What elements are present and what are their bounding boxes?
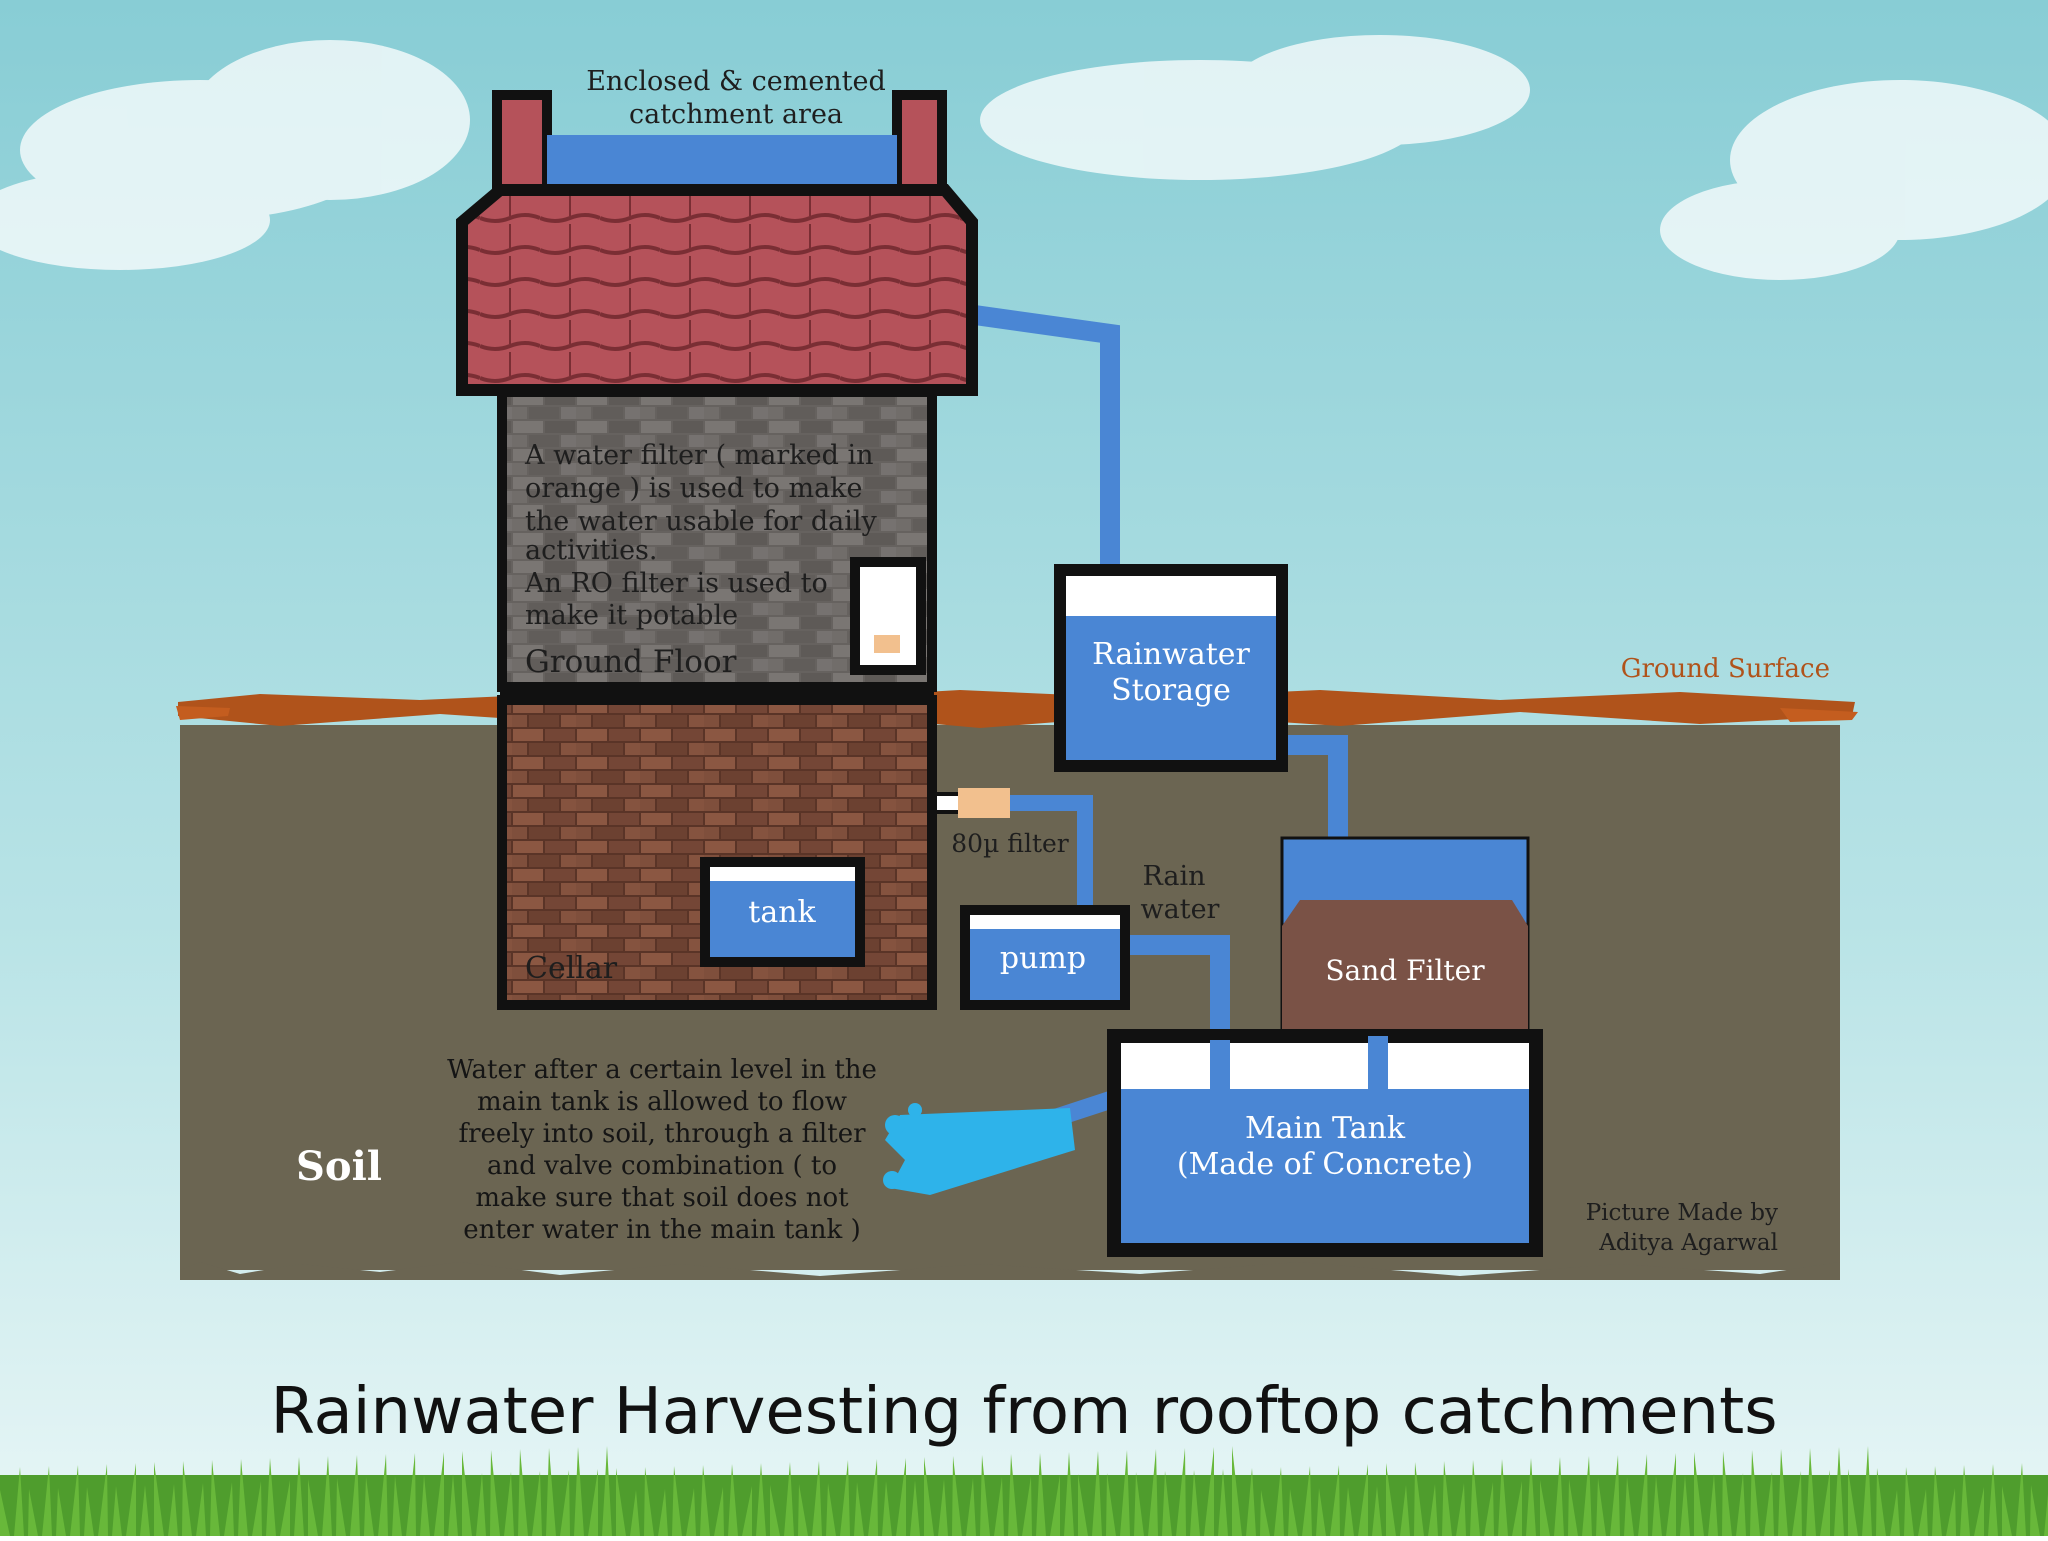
svg-text:Picture Made by: Picture Made by bbox=[1586, 1200, 1778, 1226]
svg-text:freely into soil, through a fi: freely into soil, through a filter bbox=[458, 1119, 866, 1149]
rainwater-storage-tank bbox=[1054, 564, 1288, 772]
svg-text:Rain: Rain bbox=[1142, 861, 1205, 892]
label-pump: pump bbox=[1000, 941, 1086, 976]
label-ground-floor: Ground Floor bbox=[525, 644, 737, 680]
cellar-tank bbox=[700, 857, 865, 967]
label-credit: Picture Made by Aditya Agarwal bbox=[1586, 1200, 1778, 1256]
pump-to-filter-pipe bbox=[1008, 795, 1093, 928]
svg-text:Rainwater: Rainwater bbox=[1092, 637, 1250, 672]
svg-text:A water filter ( marked in: A water filter ( marked in bbox=[524, 440, 874, 471]
label-rainwater-storage: Rainwater Storage bbox=[1092, 637, 1250, 708]
label-tank: tank bbox=[748, 895, 816, 930]
svg-text:and valve combination ( to: and valve combination ( to bbox=[487, 1151, 837, 1181]
svg-text:An RO filter is used to: An RO filter is used to bbox=[524, 568, 828, 599]
micron-filter bbox=[958, 788, 1010, 818]
label-cellar: Cellar bbox=[525, 951, 618, 986]
label-overflow-note: Water after a certain level in the main … bbox=[447, 1055, 877, 1245]
svg-text:Main Tank: Main Tank bbox=[1245, 1111, 1406, 1146]
label-soil: Soil bbox=[296, 1143, 382, 1190]
ro-filter-unit bbox=[850, 557, 926, 675]
floor-divider bbox=[500, 686, 934, 702]
svg-text:Aditya Agarwal: Aditya Agarwal bbox=[1598, 1230, 1778, 1256]
svg-text:Storage: Storage bbox=[1111, 673, 1231, 708]
sand-filter bbox=[1280, 836, 1530, 1035]
svg-text:the water usable for daily: the water usable for daily bbox=[525, 506, 878, 537]
page-title: Rainwater Harvesting from rooftop catchm… bbox=[270, 1375, 1777, 1449]
svg-text:activities.: activities. bbox=[525, 535, 658, 566]
svg-text:orange ) is used to make: orange ) is used to make bbox=[525, 473, 863, 504]
clouds bbox=[0, 35, 2048, 280]
catchment-area bbox=[547, 135, 897, 190]
svg-text:enter water in the main tank ): enter water in the main tank ) bbox=[463, 1215, 860, 1245]
svg-text:make it potable: make it potable bbox=[525, 600, 738, 631]
svg-text:catchment area: catchment area bbox=[629, 99, 843, 130]
svg-text:water: water bbox=[1141, 894, 1220, 925]
overflow-spray bbox=[883, 1103, 1075, 1195]
label-main-tank: Main Tank (Made of Concrete) bbox=[1177, 1111, 1473, 1182]
label-filter-note: A water filter ( marked in orange ) is u… bbox=[524, 440, 878, 631]
storage-to-sand-pipe bbox=[1280, 735, 1348, 838]
label-sand-filter: Sand Filter bbox=[1325, 954, 1485, 987]
label-ground-surface: Ground Surface bbox=[1621, 654, 1830, 684]
label-catchment: Enclosed & cemented catchment area bbox=[586, 66, 886, 130]
svg-text:Enclosed & cemented: Enclosed & cemented bbox=[586, 66, 886, 97]
label-rain-water: Rain water bbox=[1141, 861, 1220, 925]
svg-text:(Made of Concrete): (Made of Concrete) bbox=[1177, 1147, 1473, 1182]
svg-text:Water after a certain level in: Water after a certain level in the bbox=[447, 1055, 877, 1085]
roof bbox=[456, 184, 978, 396]
svg-text:make sure that soil does not: make sure that soil does not bbox=[475, 1183, 849, 1213]
main-tank bbox=[1107, 1029, 1543, 1257]
label-80-micron-filter: 80µ filter bbox=[951, 829, 1069, 858]
pump-box bbox=[960, 905, 1130, 1010]
grass-strip bbox=[0, 1446, 2048, 1536]
svg-text:main tank is allowed to flow: main tank is allowed to flow bbox=[477, 1087, 847, 1117]
